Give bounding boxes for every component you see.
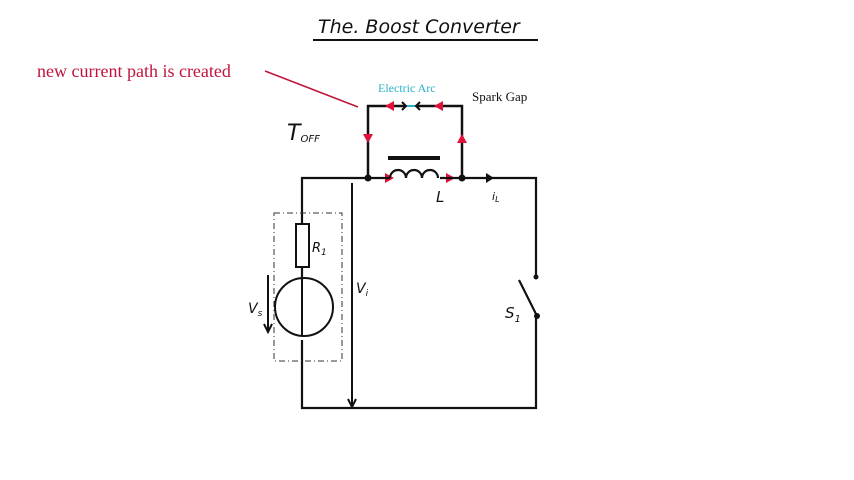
arrow-left-icon (434, 101, 443, 111)
vs-arrow (263, 275, 273, 335)
switch-label: S1 (505, 304, 521, 325)
switch-blade (518, 279, 538, 317)
electric-arc-label: Electric Arc (378, 81, 436, 95)
arrow-down-icon (363, 134, 373, 143)
voltage-source (274, 277, 334, 337)
node-dot (364, 174, 372, 182)
arrow-left-icon (385, 101, 394, 111)
vs-label: Vs (248, 301, 263, 319)
annotation-leader (264, 70, 359, 108)
inductor-label: L (436, 188, 444, 206)
t-off-label: TOFF (287, 121, 320, 146)
node-dot (458, 174, 466, 182)
switch-contact (533, 274, 539, 280)
electric-arc (401, 101, 421, 111)
current-arrow-icon (486, 173, 494, 183)
diagram-title: The. Boost Converter (318, 16, 521, 38)
spark-gap-label: Spark Gap (472, 89, 527, 104)
current-label: iL (492, 190, 500, 204)
vi-arrow (347, 183, 357, 410)
inductor (388, 156, 440, 179)
annotation-text: new current path is created (37, 61, 231, 81)
circuit-wires (300, 176, 538, 410)
arrow-up-icon (457, 134, 467, 143)
resistor-label: R1 (312, 241, 327, 258)
vi-label: Vi (356, 281, 369, 299)
spark-gap-loop (366, 104, 464, 178)
resistor (295, 223, 310, 268)
source-dashed-box (273, 212, 343, 362)
